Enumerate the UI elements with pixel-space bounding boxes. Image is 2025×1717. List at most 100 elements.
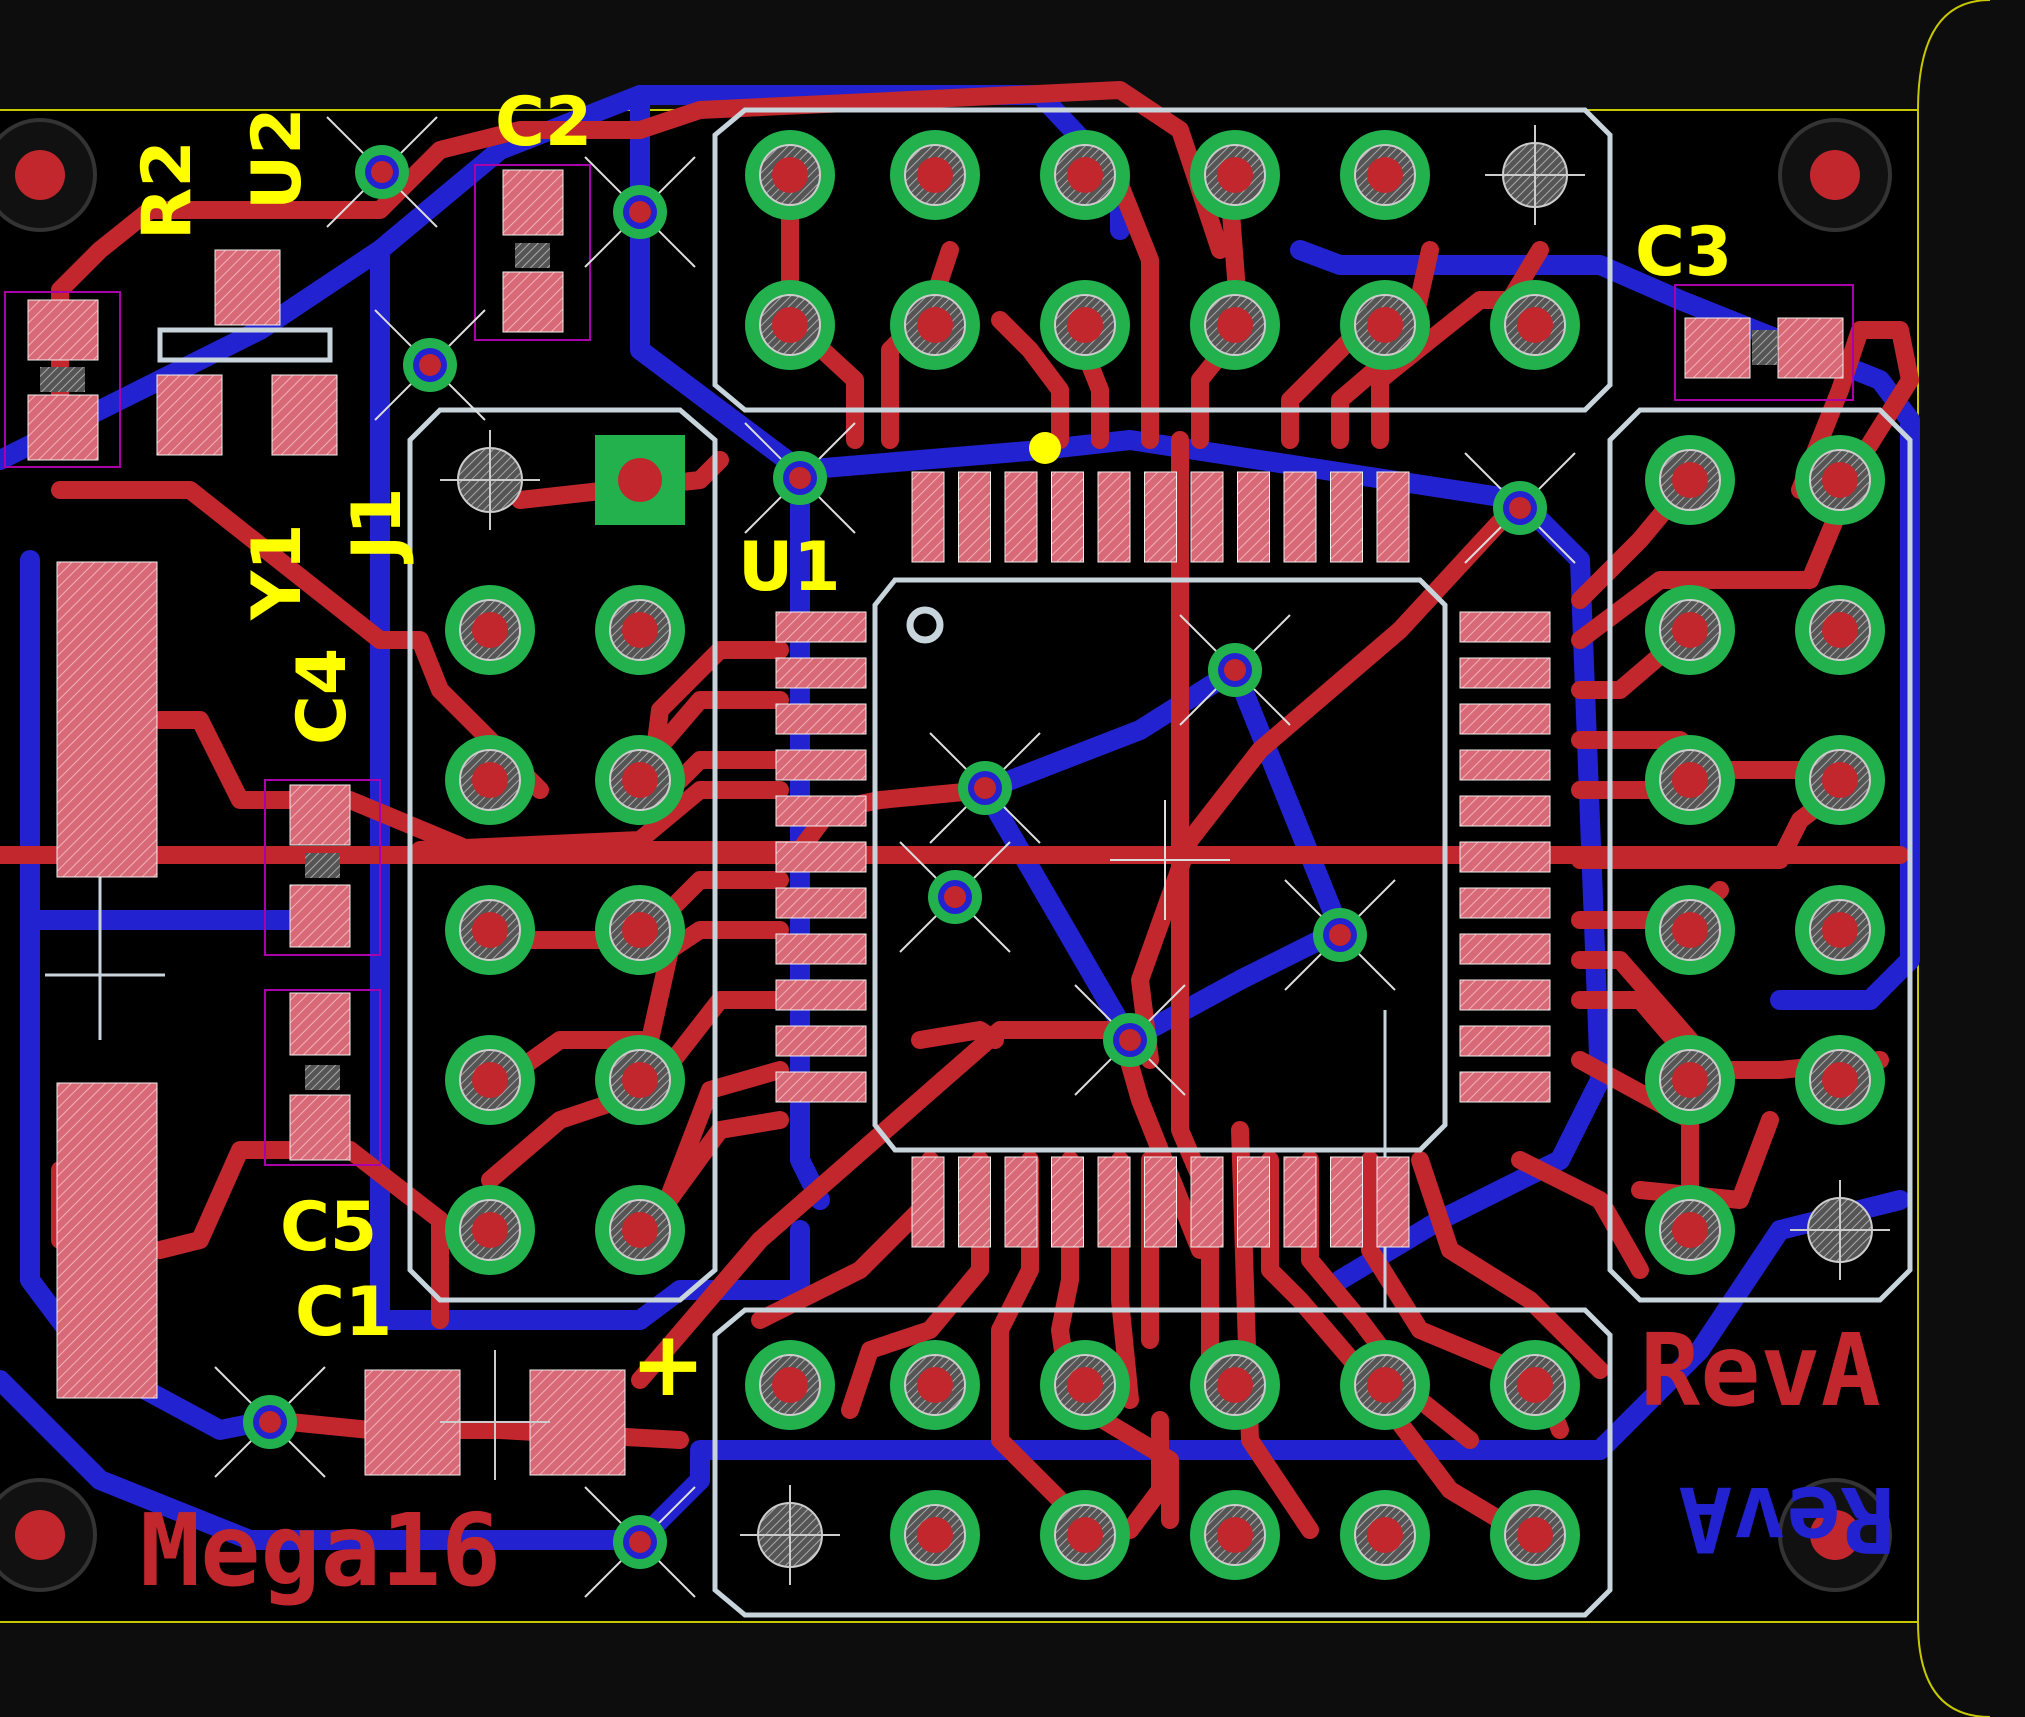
u1-pin: [1376, 1156, 1410, 1248]
u1-pin: [775, 841, 867, 873]
u1-pin: [1459, 795, 1551, 827]
unplated-hole: [440, 430, 540, 530]
revision-mirrored-text: RevA: [1678, 1466, 1895, 1571]
silk-header-j1: [407, 407, 718, 1303]
outside-board-area: [0, 1622, 2025, 1717]
u1-pin: [1097, 1156, 1131, 1248]
thru-hole-pad: [1040, 130, 1130, 220]
thru-hole-pad: [1340, 130, 1430, 220]
thru-hole-pad: [890, 280, 980, 370]
u1-pin: [775, 933, 867, 965]
thru-hole-pad: [890, 130, 980, 220]
unplated-hole: [1485, 125, 1585, 225]
thru-hole-pad: [595, 1035, 685, 1125]
u1-pin: [1376, 471, 1410, 563]
via: [326, 116, 438, 228]
thru-hole-pad: [1190, 1340, 1280, 1430]
thru-hole-pad: [1190, 1490, 1280, 1580]
label-c4: C4: [283, 648, 362, 745]
thru-hole-pad: [1340, 1490, 1430, 1580]
thru-hole-pad: [1490, 1340, 1580, 1430]
thru-hole-pad: [1795, 885, 1885, 975]
u1-pin: [1283, 471, 1317, 563]
label-r2: R2: [128, 140, 207, 240]
u1-pin: [1144, 1156, 1177, 1248]
via: [214, 1366, 326, 1478]
thru-hole-pad: [1795, 1035, 1885, 1125]
mounting-holes: [0, 118, 1892, 1592]
label-y1: Y1: [238, 523, 317, 621]
u1-pin: [1459, 657, 1551, 689]
u1-pin: [775, 611, 867, 643]
c3-pad: [1777, 317, 1844, 379]
via: [584, 156, 696, 268]
outside-board-area: [1918, 0, 2025, 1717]
u1-pin: [1459, 749, 1551, 781]
label-c2: C2: [495, 83, 592, 162]
board-name-text: Mega16: [140, 1492, 501, 1609]
thru-hole-pad: [595, 435, 685, 525]
u1-pin: [911, 1156, 945, 1248]
u1-pin: [1190, 1156, 1224, 1248]
thru-hole-pad: [745, 1340, 835, 1430]
label-j1: J1: [338, 487, 417, 564]
via: [744, 422, 856, 534]
thru-hole-pad: [445, 1035, 535, 1125]
thru-hole-pad: [1645, 735, 1735, 825]
label-c3: C3: [1635, 213, 1732, 292]
u1-pin: [1144, 471, 1177, 563]
u1-pin: [1004, 471, 1038, 563]
y1-pad: [56, 561, 158, 878]
label-c5: C5: [280, 1188, 377, 1267]
thru-hole-pad: [595, 585, 685, 675]
thru-hole-pad: [1795, 585, 1885, 675]
u2-pad: [271, 374, 338, 456]
u1-pin: [1051, 471, 1084, 563]
thru-hole-pad: [1190, 130, 1280, 220]
via: [1464, 452, 1576, 564]
r2-pad: [27, 394, 99, 461]
thru-hole-pad: [1645, 1185, 1735, 1275]
u1-pin: [958, 471, 991, 563]
c2-pad: [502, 169, 564, 236]
via: [584, 1486, 696, 1598]
thru-hole-pad: [1645, 585, 1735, 675]
silk-u1-body: [872, 577, 1448, 1153]
u1-pin: [1283, 1156, 1317, 1248]
plus-marker: +: [630, 1312, 705, 1417]
thru-hole-pad: [1645, 1035, 1735, 1125]
u1-pin: [775, 795, 867, 827]
smd-pads: [4, 164, 1854, 1480]
u1-pin: [1097, 471, 1131, 563]
thru-hole-pad: [890, 1490, 980, 1580]
thru-hole-pad: [1040, 280, 1130, 370]
silk-u2: [157, 327, 333, 363]
silkscreen-layer: [45, 107, 1913, 1618]
silk-u1-pin1-dot: [906, 606, 944, 644]
via: [1074, 984, 1186, 1096]
u1-pin: [1459, 841, 1551, 873]
thru-hole-pad: [1040, 1490, 1130, 1580]
label-c1: C1: [295, 1273, 392, 1352]
u1-pin: [775, 887, 867, 919]
header-pads: [440, 125, 1890, 1585]
u1-pin: [1330, 1156, 1363, 1248]
revision-text: RevA: [1640, 1312, 1881, 1429]
via: [1179, 614, 1291, 726]
label-u1: U1: [738, 528, 841, 607]
u1-pin: [1051, 1156, 1084, 1248]
thru-hole-pad: [1645, 435, 1735, 525]
u1-pin: [775, 749, 867, 781]
unplated-hole: [740, 1485, 840, 1585]
u1-pin: [775, 1025, 867, 1057]
r2-pad: [27, 299, 99, 361]
via: [929, 732, 1041, 844]
thru-hole-pad: [595, 735, 685, 825]
u1-pin: [1330, 471, 1363, 563]
thru-hole-pad: [445, 1185, 535, 1275]
thru-hole-pad: [1490, 280, 1580, 370]
c4-pad: [289, 884, 351, 948]
thru-hole-pad: [445, 735, 535, 825]
thru-hole-pad: [1795, 735, 1885, 825]
